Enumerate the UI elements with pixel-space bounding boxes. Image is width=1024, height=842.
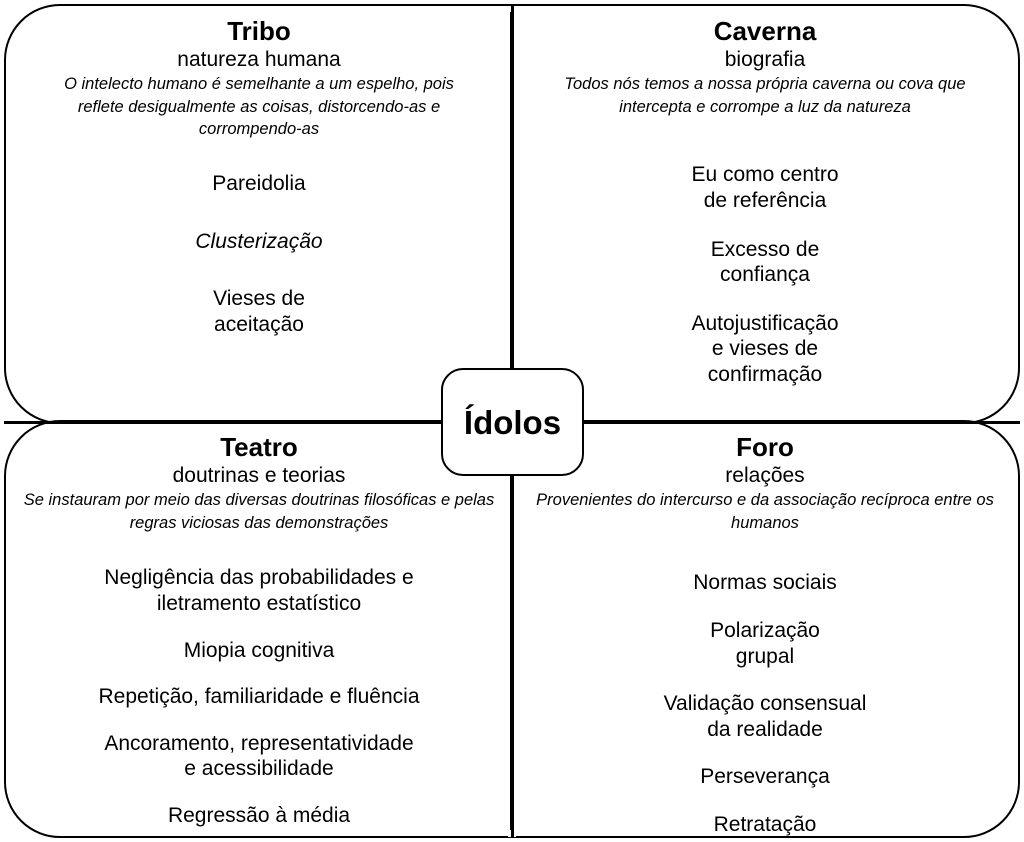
quadrant-caverna-subtitle: biografia — [724, 47, 806, 71]
quadrant-foro-description: Provenientes do intercurso e da associaç… — [536, 490, 994, 532]
list-item[interactable]: Excesso de confiança — [710, 237, 820, 287]
quadrant-tribo-description: O intelecto humano é semelhante a um esp… — [64, 74, 454, 139]
list-item[interactable]: Polarização grupal — [710, 619, 820, 668]
list-item[interactable]: Perseverança — [700, 765, 830, 789]
list-item[interactable]: Repetição, familiaridade e fluência — [98, 685, 420, 709]
quadrant-tribo[interactable]: Tribo natureza humana O intelecto humano… — [4, 4, 514, 424]
list-item[interactable]: Pareidolia — [212, 172, 306, 196]
quadrant-caverna[interactable]: Caverna biografia Todos nós temos a noss… — [510, 4, 1020, 424]
quadrant-caverna-title: Caverna — [713, 16, 817, 46]
quadrant-teatro-title: Teatro — [220, 432, 298, 462]
quadrant-foro-items: Normas sociais Polarização grupal Valida… — [512, 570, 1018, 837]
quadrant-teatro[interactable]: Teatro doutrinas e teorias Se instauram … — [4, 420, 514, 838]
list-item[interactable]: Eu como centro de referência — [691, 163, 839, 212]
quadrant-teatro-description: Se instauram por meio das diversas doutr… — [23, 490, 495, 532]
quadrant-caverna-items: Eu como centro de referência Excesso de … — [512, 162, 1018, 387]
list-item[interactable]: Negligência das probabilidades e iletram… — [104, 566, 414, 615]
list-item[interactable]: Autojustificação e vieses de confirmação — [691, 311, 839, 387]
quadrant-foro-subtitle: relações — [725, 463, 805, 487]
list-item[interactable]: Vieses de aceitação — [213, 287, 305, 336]
center-node-idolos[interactable]: Ídolos — [441, 368, 584, 476]
list-item[interactable]: Validação consensual da realidade — [663, 692, 867, 741]
quadrant-tribo-title: Tribo — [227, 16, 291, 46]
connector-horizontal-left — [4, 421, 441, 424]
quadrant-foro-title: Foro — [736, 432, 794, 462]
quadrant-teatro-subtitle: doutrinas e teorias — [172, 463, 346, 487]
list-item[interactable]: Miopia cognitiva — [183, 638, 335, 662]
center-node-label: Ídolos — [463, 403, 562, 441]
quadrant-caverna-content: Caverna biografia Todos nós temos a noss… — [512, 6, 1018, 388]
connector-horizontal-right — [584, 421, 1020, 424]
list-item[interactable]: Ancoramento, representatividade e acessi… — [104, 731, 414, 781]
list-item[interactable]: Regressão à média — [167, 804, 351, 828]
list-item[interactable]: Retratação — [713, 813, 817, 837]
quadrant-teatro-content: Teatro doutrinas e teorias Se instauram … — [6, 422, 512, 829]
quadrant-tribo-content: Tribo natureza humana O intelecto humano… — [6, 6, 512, 338]
quadrant-tribo-subtitle: natureza humana — [177, 47, 341, 71]
list-item[interactable]: Clusterização — [195, 229, 323, 253]
quadrant-tribo-items: Pareidolia Clusterização Vieses de aceit… — [6, 171, 512, 337]
quadrant-teatro-items: Negligência das probabilidades e iletram… — [6, 565, 512, 828]
quadrant-foro-content: Foro relações Provenientes do intercurso… — [512, 422, 1018, 837]
quadrant-foro[interactable]: Foro relações Provenientes do intercurso… — [510, 420, 1020, 838]
connector-vertical-top — [511, 4, 514, 368]
list-item[interactable]: Normas sociais — [693, 571, 837, 595]
connector-vertical-bottom — [511, 476, 514, 838]
quadrant-caverna-description: Todos nós temos a nossa própria caverna … — [564, 74, 966, 116]
